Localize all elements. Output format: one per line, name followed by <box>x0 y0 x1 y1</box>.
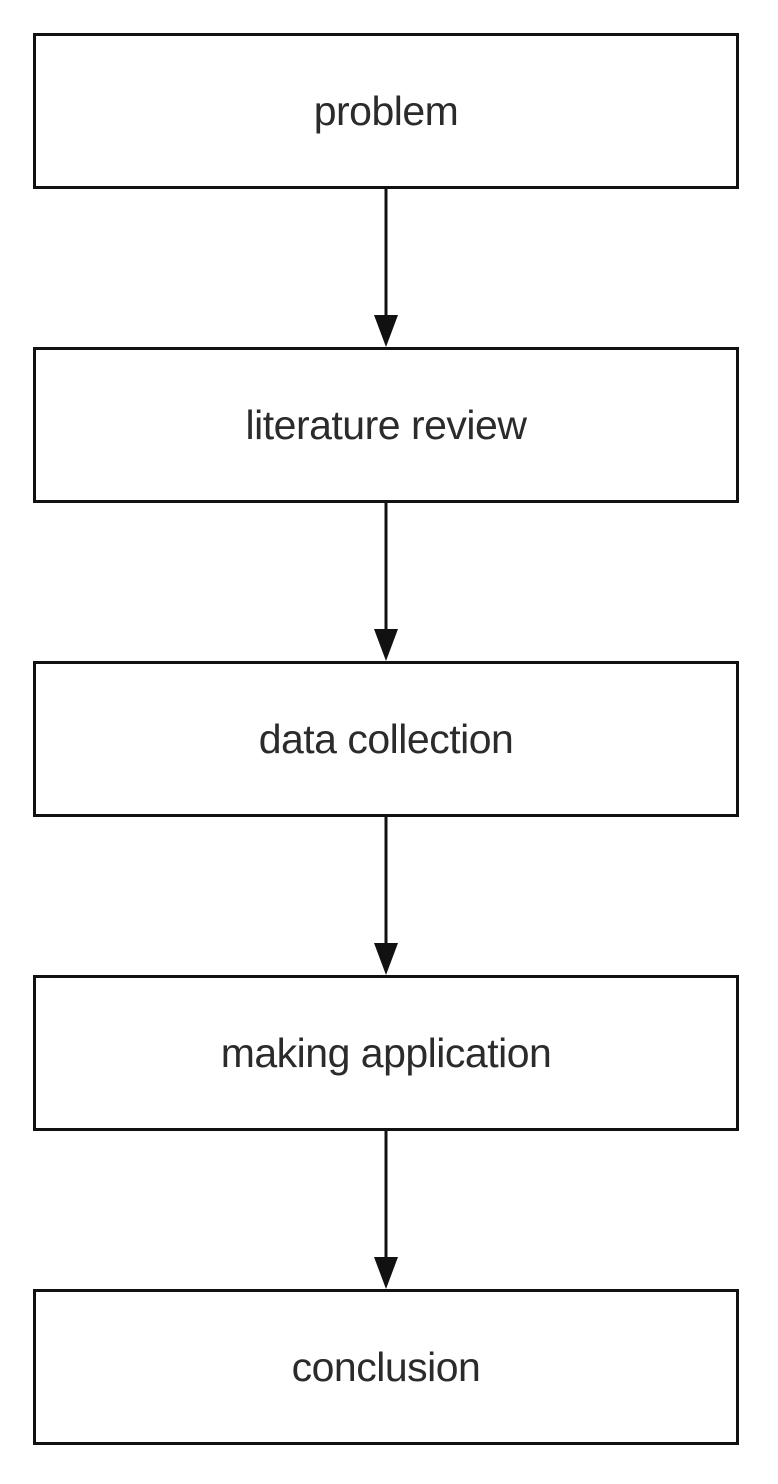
step-label: problem <box>313 87 459 134</box>
step-box-conclusion: conclusion <box>33 1289 739 1445</box>
down-arrow-icon <box>374 1131 398 1289</box>
step-label: data collection <box>258 715 514 762</box>
down-arrow-icon <box>374 189 398 347</box>
step-box-literature-review: literature review <box>33 347 739 503</box>
down-arrow-icon <box>374 503 398 661</box>
step-box-problem: problem <box>33 33 739 189</box>
step-label: literature review <box>245 401 527 448</box>
step-box-data-collection: data collection <box>33 661 739 817</box>
step-label: making application <box>220 1029 552 1076</box>
down-arrow-icon <box>374 817 398 975</box>
step-box-making-application: making application <box>33 975 739 1131</box>
step-label: conclusion <box>291 1343 481 1390</box>
